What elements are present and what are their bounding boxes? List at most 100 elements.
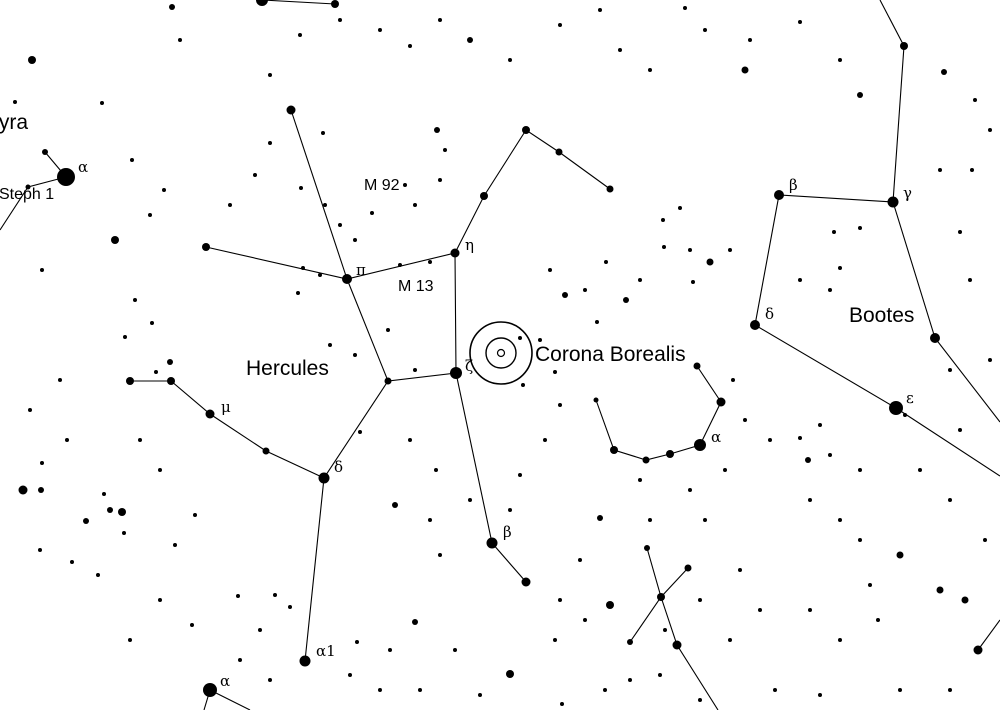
star-10	[202, 243, 210, 251]
star-69	[193, 513, 197, 517]
star-168	[706, 258, 714, 266]
star-224	[698, 598, 702, 602]
star-144	[434, 468, 438, 472]
star-173	[768, 438, 772, 442]
star-49	[40, 461, 44, 465]
star-label-her-alpha-low: α	[220, 672, 230, 690]
star-label-her-delta: δ	[334, 458, 343, 476]
star-133	[301, 266, 305, 270]
star-114	[988, 128, 992, 132]
star-106	[703, 28, 707, 32]
star-172	[743, 418, 747, 422]
star-126	[438, 178, 442, 182]
star-125	[403, 183, 407, 187]
star-97	[408, 44, 412, 48]
star-117	[228, 203, 232, 207]
star-136	[398, 263, 402, 267]
star-108	[748, 38, 752, 42]
star-179	[838, 518, 842, 522]
star-183	[936, 586, 944, 594]
star-75	[288, 605, 292, 609]
hercules-line-beta	[455, 372, 527, 583]
star-98	[438, 18, 442, 22]
star-7	[450, 367, 462, 379]
star-25	[610, 446, 618, 454]
star-79	[348, 673, 352, 677]
star-145	[392, 502, 398, 508]
star-47	[18, 485, 28, 495]
star-128	[321, 131, 325, 135]
star-33	[774, 190, 784, 200]
star-62	[154, 370, 158, 374]
star-85	[418, 688, 422, 692]
star-204	[808, 608, 812, 612]
star-209	[818, 693, 822, 697]
target-icon	[469, 321, 533, 385]
star-70	[158, 598, 162, 602]
serpens-line-a	[646, 547, 719, 710]
star-24	[593, 397, 599, 403]
star-112	[941, 69, 947, 75]
star-176	[828, 453, 832, 457]
star-111	[857, 92, 863, 98]
serpens-line-b	[629, 567, 689, 643]
star-225	[723, 468, 727, 472]
star-77	[238, 658, 242, 662]
star-label-lyra-alpha: α	[78, 158, 88, 176]
star-188	[858, 468, 862, 472]
star-163	[638, 278, 642, 282]
star-50	[83, 518, 89, 524]
star-35	[889, 401, 903, 415]
star-186	[983, 538, 987, 542]
edge-line-southwest-2	[209, 689, 251, 710]
hercules-line-north-arm	[290, 109, 348, 280]
constellation-label-lyra: Lyra	[0, 111, 28, 134]
star-219	[558, 598, 562, 602]
star-82	[412, 619, 418, 625]
star-211	[948, 688, 952, 692]
star-213	[688, 488, 692, 492]
star-165	[678, 206, 682, 210]
star-147	[438, 553, 442, 557]
star-label-her-alpha1: α1	[316, 642, 336, 660]
star-30	[693, 362, 701, 370]
star-34	[750, 320, 760, 330]
star-174	[798, 436, 802, 440]
star-102	[598, 8, 602, 12]
star-156	[521, 383, 525, 387]
star-180	[858, 538, 862, 542]
star-86	[378, 688, 382, 692]
star-76	[258, 628, 262, 632]
star-67	[158, 468, 162, 472]
star-61	[150, 321, 154, 325]
star-184	[961, 596, 969, 604]
star-205	[758, 608, 762, 612]
star-label-her-beta: β	[503, 523, 512, 541]
star-label-boo-beta: β	[789, 176, 798, 194]
star-162	[604, 260, 608, 264]
star-123	[443, 148, 447, 152]
star-41	[672, 640, 682, 650]
star-196	[970, 168, 974, 172]
constellation-label-hercules: Hercules	[246, 357, 329, 380]
star-label-her-eta: η	[465, 236, 474, 254]
star-31	[900, 42, 908, 50]
star-11	[480, 192, 488, 200]
star-171	[731, 378, 735, 382]
star-label-her-mu: μ	[221, 398, 231, 416]
star-18	[167, 377, 175, 385]
star-12	[522, 126, 530, 134]
star-1	[42, 149, 48, 155]
star-73	[236, 594, 240, 598]
star-217	[606, 601, 614, 609]
star-208	[773, 688, 777, 692]
star-131	[338, 223, 342, 227]
star-157	[562, 292, 568, 298]
star-label-her-zeta: ζ	[465, 357, 473, 375]
top-fragment-line	[261, 0, 336, 5]
star-93	[268, 73, 272, 77]
star-28	[694, 439, 706, 451]
star-110	[838, 58, 842, 62]
star-189	[832, 230, 836, 234]
